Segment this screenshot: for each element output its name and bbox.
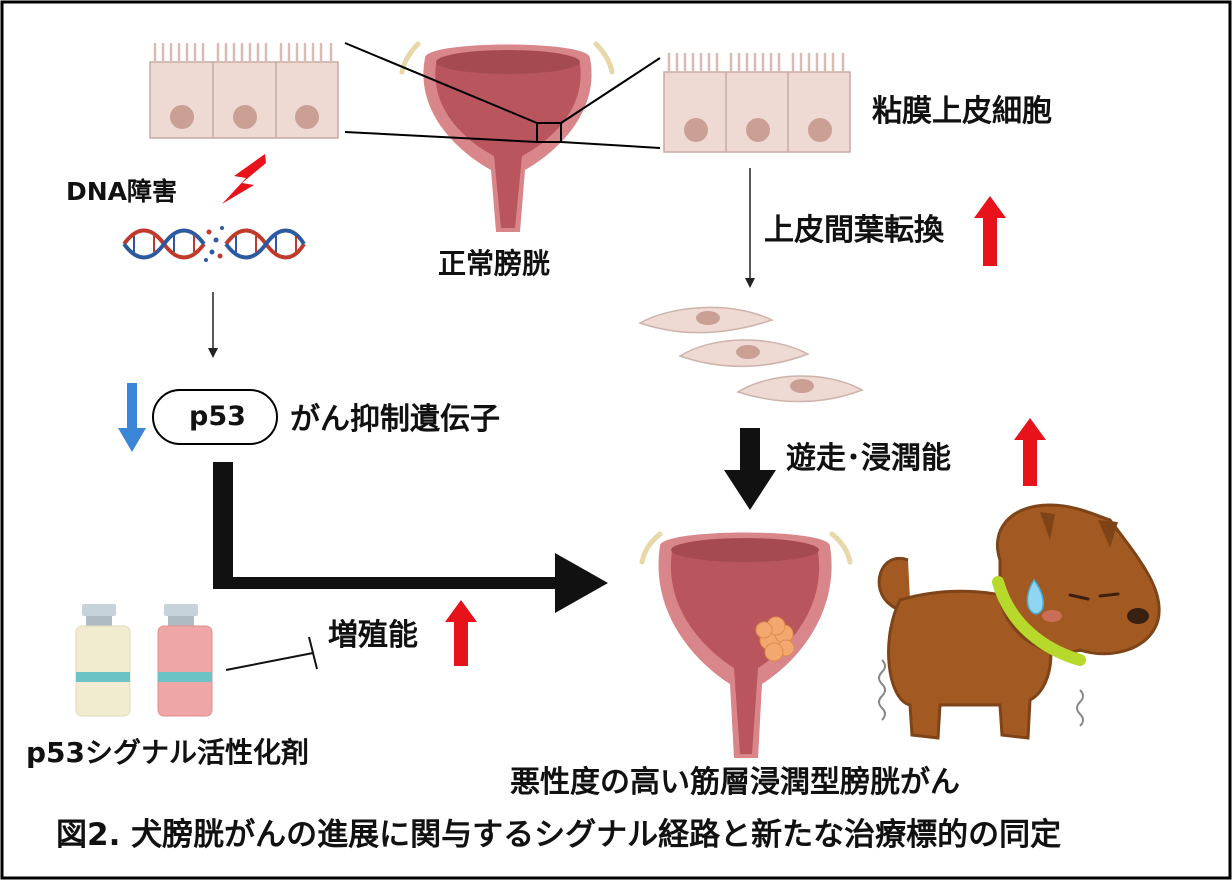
label-normal-bladder: 正常膀胱 — [438, 247, 551, 280]
label-proliferation: 増殖能 — [328, 618, 418, 653]
label-tumor-suppressor: がん抑制遺伝子 — [290, 402, 500, 437]
thick-arrow-down — [724, 428, 776, 510]
dog-icon — [877, 503, 1161, 740]
epithelial-cells-left — [149, 42, 339, 139]
medicine-vial-icon — [75, 604, 213, 717]
lightning-bolt-icon — [222, 154, 266, 204]
inhibition-line — [225, 636, 318, 671]
p53-pill — [152, 389, 278, 445]
label-mibc: 悪性度の高い筋層浸潤型膀胱がん — [510, 765, 960, 800]
figure-caption: 図2. 犬膀胱がんの進展に関与するシグナル経路と新たな治療標的の同定 — [56, 817, 1062, 853]
zoom-lines — [344, 42, 661, 149]
label-migration-invasion: 遊走･浸潤能 — [786, 441, 951, 476]
up-arrow-red-migration — [1014, 418, 1046, 486]
thick-arrow-p53-to-cancer — [213, 462, 608, 613]
label-epithelial-cells: 粘膜上皮細胞 — [872, 94, 1052, 129]
up-arrow-red-emt — [974, 196, 1006, 266]
label-dna-damage: DNA障害 — [66, 177, 178, 206]
mesenchymal-cells — [638, 306, 864, 403]
dna-helix-icon — [122, 226, 306, 262]
cancer-bladder-illustration — [639, 531, 853, 758]
up-arrow-red-proliferation — [445, 600, 477, 666]
label-p53-activator: p53シグナル活性化剤 — [26, 736, 310, 769]
label-p53: p53 — [189, 401, 246, 432]
epithelial-cells-right — [663, 52, 851, 153]
normal-bladder-illustration — [399, 41, 615, 232]
down-arrow-blue — [118, 383, 146, 452]
label-emt: 上皮間葉転換 — [764, 213, 944, 248]
